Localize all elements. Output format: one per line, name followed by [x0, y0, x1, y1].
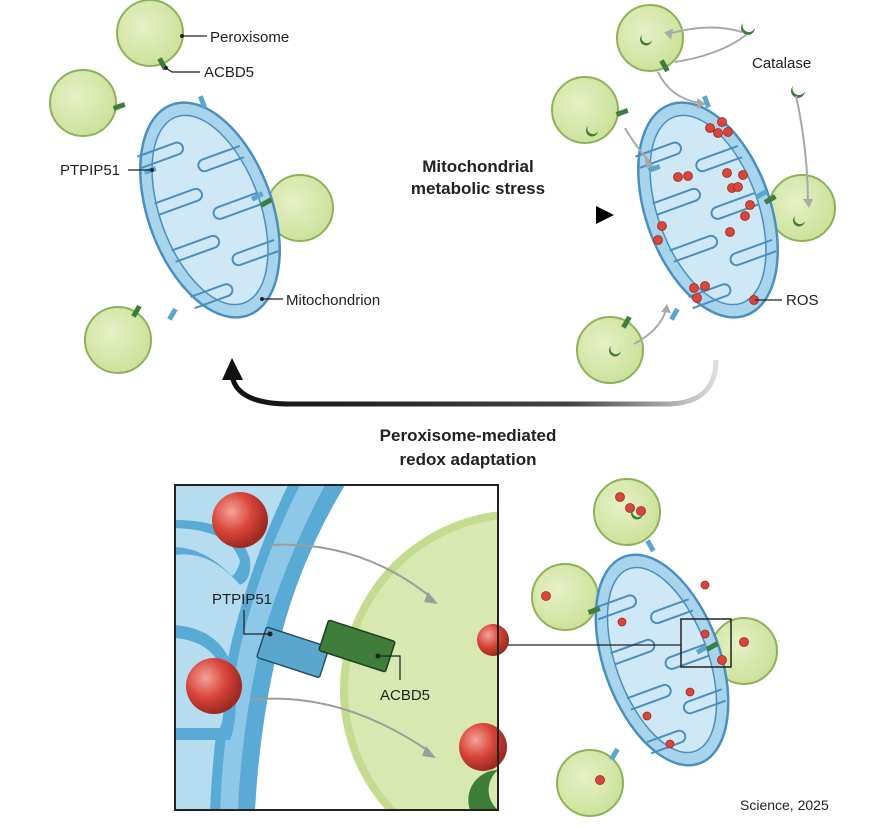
ros-particle	[477, 624, 509, 656]
ros-particle	[212, 492, 268, 548]
acbd5-tether	[705, 641, 719, 652]
resting-mitochondrion-group: Peroxisome ACBD5 PTPIP51 Mitochondrion	[49, 0, 380, 374]
acbd5-protein	[318, 619, 396, 673]
acbd5-tether	[587, 606, 601, 615]
adaptation-arrow	[222, 358, 719, 407]
ptpip51-tether	[198, 95, 207, 109]
ros-label: ROS	[786, 292, 819, 309]
catalase-molecules	[631, 509, 643, 520]
inset-acbd5-label: ACBD5	[380, 687, 430, 704]
catalase-label: Catalase	[752, 55, 811, 72]
ptpip51-tether	[754, 189, 768, 200]
ptpip51-tether	[695, 644, 709, 655]
peroxisome	[593, 478, 661, 546]
peroxisome	[49, 69, 117, 137]
adaptation-label-line1: Peroxisome-mediated	[380, 426, 557, 445]
stress-arrow	[355, 206, 614, 224]
acbd5-tether	[112, 102, 126, 111]
ptpip51-tether	[647, 164, 661, 173]
mitochondrion-adapted	[593, 553, 730, 767]
adaptation-label-line2: redox adaptation	[400, 450, 537, 469]
ros-particles	[653, 117, 759, 305]
inset-arrow	[249, 697, 431, 753]
ptpip51-protein	[256, 626, 330, 678]
peroxisome	[616, 4, 684, 72]
mitochondrion	[137, 101, 281, 319]
mitochondrion-label: Mitochondrion	[286, 292, 380, 309]
catalase-molecule	[468, 770, 498, 810]
stress-label-line1: Mitochondrial	[422, 157, 533, 176]
ptpip51-tether	[609, 747, 620, 761]
adapted-mitochondrion-group	[531, 478, 778, 817]
credit: Science, 2025	[740, 797, 829, 813]
peroxisome-label: Peroxisome	[210, 29, 289, 46]
ros-particle	[186, 658, 242, 714]
mitochondrion-stressed	[635, 101, 779, 319]
peroxisome	[116, 0, 184, 67]
ptpip51-tether	[669, 307, 680, 321]
ros-particle	[459, 723, 507, 771]
acbd5-tether	[131, 304, 142, 318]
inset-arrow	[269, 543, 433, 599]
acbd5-tether	[763, 194, 777, 205]
acbd5-tether	[615, 108, 629, 117]
ptpip51-label: PTPIP51	[60, 162, 120, 179]
peroxisome	[84, 306, 152, 374]
peroxisome	[768, 174, 836, 242]
acbd5-tether	[659, 59, 670, 73]
zoom-box	[680, 618, 732, 668]
ros-particles	[541, 492, 749, 785]
stress-label-line2: metabolic stress	[411, 179, 545, 198]
peroxisome	[556, 749, 624, 817]
inset-panel: PTPIP51 ACBD5	[174, 484, 509, 811]
ptpip51-tether	[250, 191, 264, 202]
acbd5-tether	[621, 315, 632, 329]
catalase-molecules	[586, 23, 805, 357]
inset-ptpip51-label: PTPIP51	[212, 591, 272, 608]
ptpip51-tether	[645, 539, 656, 553]
acbd5-label: ACBD5	[204, 64, 254, 81]
peroxisome	[551, 76, 619, 144]
movement-arrows	[624, 26, 809, 345]
ptpip51-tether	[702, 95, 711, 109]
movement-arrowheads	[645, 28, 813, 313]
ptpip51-tether	[167, 307, 178, 321]
stressed-mitochondrion-group: Catalase ROS	[551, 4, 836, 384]
acbd5-tether	[259, 197, 273, 208]
